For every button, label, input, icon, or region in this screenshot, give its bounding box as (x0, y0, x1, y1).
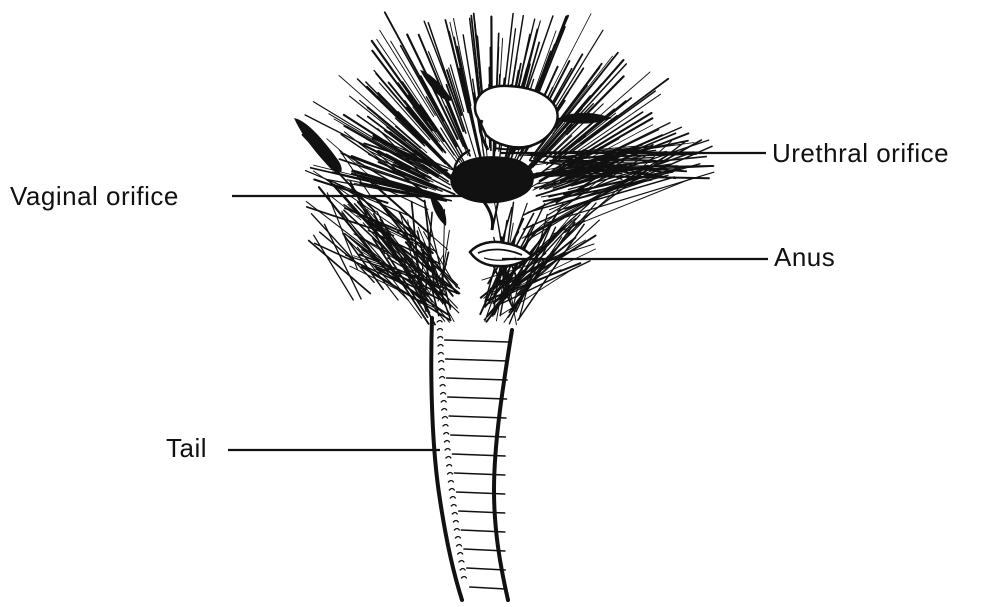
urethral-orifice-label: Urethral orifice (772, 138, 949, 168)
anus-label: Anus (774, 242, 835, 272)
anus-opening (470, 242, 532, 266)
vaginal-orifice-label: Vaginal orifice (10, 181, 179, 211)
vaginal-orifice (451, 150, 532, 230)
tail-illustration (431, 318, 512, 600)
tail-label: Tail (166, 433, 207, 463)
